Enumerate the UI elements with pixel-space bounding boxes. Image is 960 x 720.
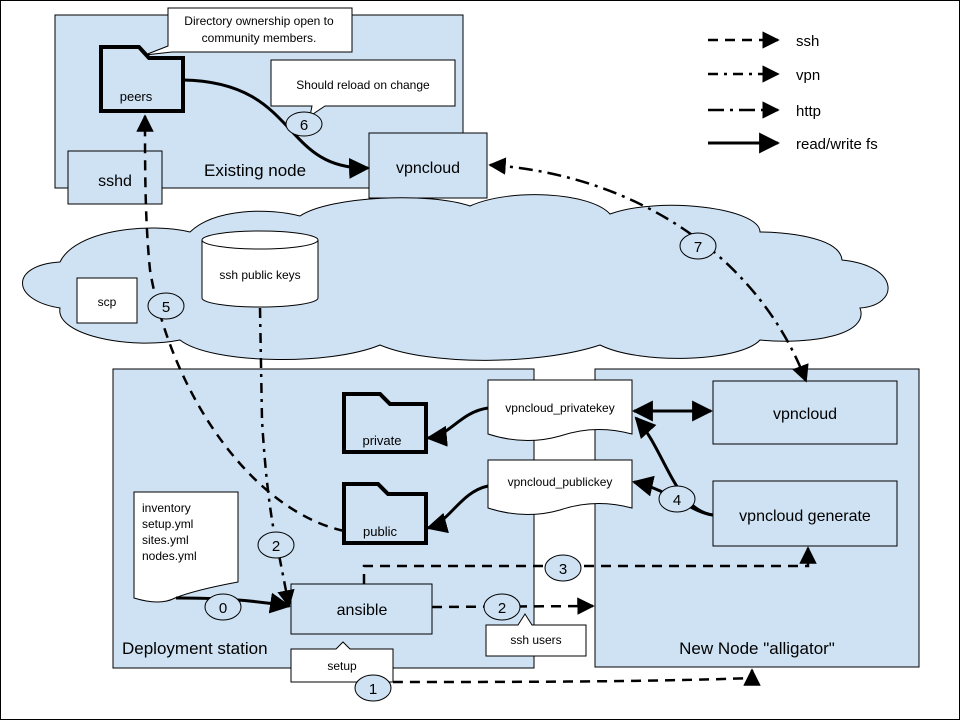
reload-callout-text: Should reload on change [296, 78, 430, 92]
step-5-badge: 5 [147, 292, 185, 320]
vpn-http-connection [488, 157, 809, 383]
sshd-label: sshd [98, 173, 132, 190]
ansible-label: ansible [337, 602, 388, 619]
step-6-badge: 6 [285, 111, 323, 137]
public-folder-icon[interactable]: public [342, 482, 428, 545]
ssh-public-keys-database[interactable]: ssh public keys [201, 230, 319, 308]
private-label: private [362, 433, 401, 448]
setup-to-new-node-arrow [393, 668, 761, 686]
network-cloud [22, 194, 889, 361]
private-folder-icon[interactable]: private [342, 392, 428, 454]
ownership-callout-line2: community members. [202, 31, 317, 45]
svg-text:0: 0 [219, 600, 227, 617]
vpncloud-new-label: vpncloud [773, 406, 837, 423]
vpncloud-publickey-file[interactable]: vpncloud_publickey [487, 459, 633, 516]
ssh-public-keys-label: ssh public keys [219, 268, 300, 282]
legend-ssh: ssh [708, 31, 819, 50]
file-inventory: inventory [142, 501, 191, 515]
ownership-callout-line1: Directory ownership open to [184, 14, 334, 28]
vpncloud-privatekey-label: vpncloud_privatekey [505, 401, 614, 415]
legend-http-label: http [796, 103, 821, 120]
legend-http: http [708, 101, 821, 120]
ansible-ssh-users-arrow [431, 597, 595, 615]
peers-label: peers [120, 89, 153, 104]
svg-text:5: 5 [162, 299, 170, 316]
vpncloud-existing-box[interactable]: vpncloud [368, 132, 488, 199]
legend: ssh vpn http read/write fs [708, 31, 878, 154]
legend-vpn: vpn [708, 65, 820, 84]
step-7-badge: 7 [679, 232, 717, 260]
step-0-badge: 0 [204, 593, 242, 621]
file-nodes-yml: nodes.yml [142, 549, 197, 563]
ownership-callout: Directory ownership open to community me… [144, 7, 353, 56]
vpncloud-new-box[interactable]: vpncloud [712, 380, 898, 445]
scp-label: scp [98, 295, 117, 309]
vpncloud-privatekey-file[interactable]: vpncloud_privatekey [487, 379, 633, 442]
step-2-badge-right: 2 [483, 593, 521, 621]
vpncloud-generate-label: vpncloud generate [739, 508, 871, 525]
publickey-to-public-arrow [425, 484, 489, 534]
step-1-badge: 1 [354, 674, 392, 702]
svg-text:2: 2 [498, 600, 506, 617]
file-sites-yml: sites.yml [142, 533, 189, 547]
svg-text:2: 2 [272, 538, 280, 555]
step-3-badge: 3 [544, 554, 582, 582]
ansible-to-generate-arrow [362, 546, 817, 584]
ssh-users-label: ssh users [510, 633, 561, 647]
vpncloud-generate-box[interactable]: vpncloud generate [712, 480, 898, 547]
deployment-station-label: Deployment station [122, 639, 268, 658]
legend-vpn-label: vpn [796, 67, 820, 84]
step-4-badge: 4 [658, 485, 696, 513]
sshd-box[interactable]: sshd [67, 150, 163, 205]
ssh-users-callout: ssh users [485, 613, 587, 657]
vpncloud-existing-label: vpncloud [396, 160, 460, 177]
svg-text:6: 6 [300, 117, 308, 134]
legend-ssh-label: ssh [796, 33, 819, 50]
step-2-badge-left: 2 [257, 531, 295, 559]
peers-folder-icon[interactable]: peers [99, 45, 185, 113]
public-label: public [363, 524, 397, 539]
vpncloud-publickey-label: vpncloud_publickey [508, 475, 613, 489]
ansible-box[interactable]: ansible [290, 583, 433, 635]
reload-callout: Should reload on change [270, 59, 456, 118]
setup-label: setup [327, 659, 357, 673]
config-files-document[interactable]: inventory setup.yml sites.yml nodes.yml [133, 491, 239, 603]
privatekey-to-private-arrow [425, 406, 489, 447]
new-node-label: New Node "alligator" [679, 639, 835, 658]
legend-readwrite: read/write fs [708, 132, 878, 154]
setup-callout: setup [290, 641, 394, 683]
scp-box[interactable]: scp [76, 277, 138, 324]
legend-readwrite-label: read/write fs [796, 136, 878, 153]
svg-text:4: 4 [673, 492, 681, 509]
file-setup-yml: setup.yml [142, 517, 193, 531]
svg-text:7: 7 [694, 239, 702, 256]
svg-text:3: 3 [559, 561, 567, 578]
existing-node-label: Existing node [204, 161, 306, 180]
svg-text:1: 1 [369, 681, 377, 698]
